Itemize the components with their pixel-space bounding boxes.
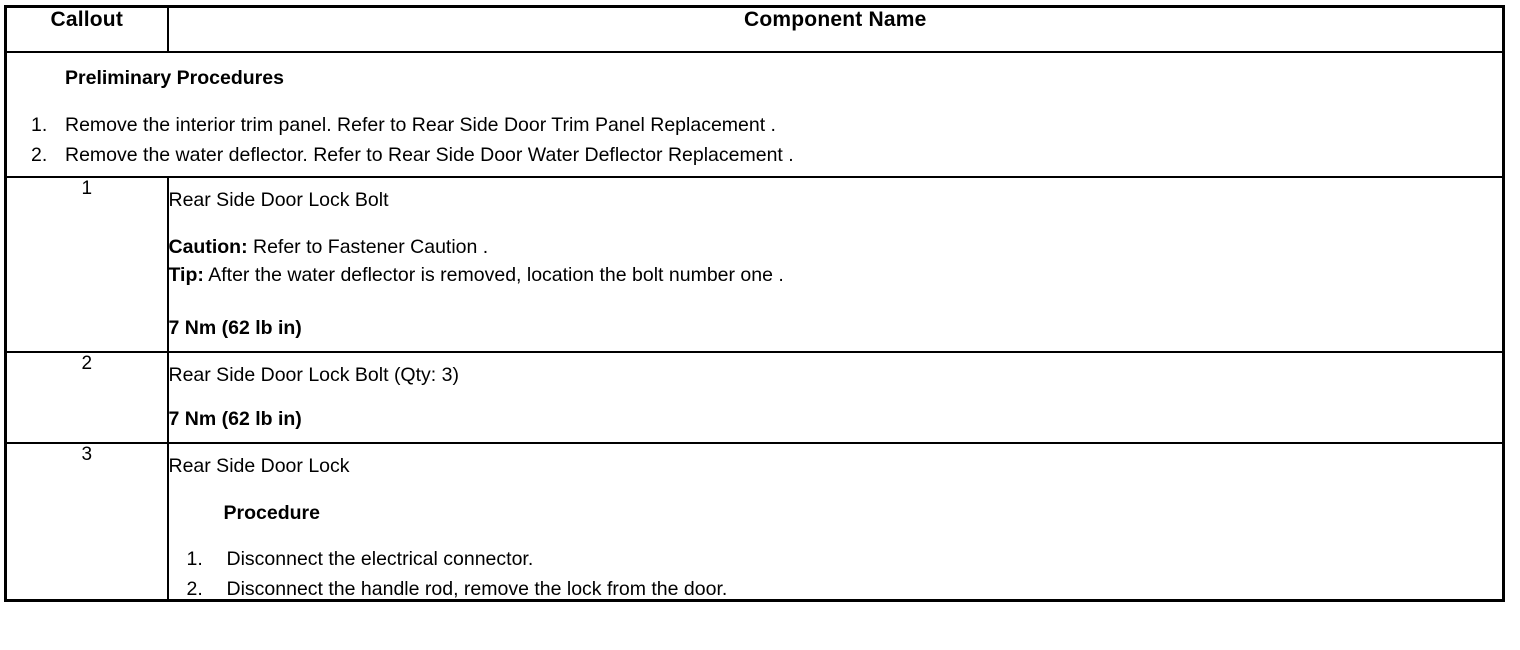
callout-number-1: 1	[4, 176, 169, 353]
torque-spec: 7 Nm (62 lb in)	[168, 316, 302, 339]
preliminary-procedures-cell: Preliminary Procedures 1. Remove the int…	[4, 51, 1505, 178]
caution-note: Caution: Refer to Fastener Caution .	[168, 235, 1503, 267]
preliminary-steps-list: 1. Remove the interior trim panel. Refer…	[7, 114, 1502, 166]
component-title: Rear Side Door Lock	[168, 455, 350, 477]
step-number: 2.	[31, 143, 48, 166]
step-text: Remove the interior trim panel. Refer to…	[65, 114, 776, 136]
list-item: 1. Disconnect the electrical connector.	[186, 548, 1503, 580]
tip-text: After the water deflector is removed, lo…	[203, 264, 784, 286]
table-row-preliminary: Preliminary Procedures 1. Remove the int…	[4, 51, 1505, 178]
step-text: Disconnect the handle rod, remove the lo…	[226, 577, 728, 600]
procedure-steps-list: 1. Disconnect the electrical connector. …	[169, 548, 1503, 600]
tip-note: Tip: After the water deflector is remove…	[168, 264, 1503, 295]
caution-text: Refer to Fastener Caution .	[247, 235, 489, 258]
step-number: 1.	[31, 114, 48, 136]
spacer	[169, 295, 1503, 319]
table-body: Preliminary Procedures 1. Remove the int…	[4, 51, 1505, 602]
component-callout-table: Callout Component Name Preliminary Proce…	[4, 5, 1505, 602]
tip-label: Tip:	[168, 264, 204, 286]
header-callout: Callout	[4, 5, 169, 53]
component-title: Rear Side Door Lock Bolt	[168, 189, 389, 211]
step-number: 2.	[186, 577, 203, 600]
table-row: 2 Rear Side Door Lock Bolt (Qty: 3) 7 Nm…	[4, 351, 1505, 444]
step-number: 1.	[186, 548, 203, 570]
step-text: Remove the water deflector. Refer to Rea…	[65, 143, 794, 166]
table-row: 3 Rear Side Door Lock Procedure 1. Disco…	[4, 442, 1505, 602]
component-cell-2: Rear Side Door Lock Bolt (Qty: 3) 7 Nm (…	[166, 351, 1505, 444]
list-item: 2. Remove the water deflector. Refer to …	[31, 143, 1502, 166]
callout-number-3: 3	[4, 442, 169, 602]
list-item: 1. Remove the interior trim panel. Refer…	[31, 114, 1502, 146]
spacer	[169, 211, 1503, 238]
header-component-name: Component Name	[166, 5, 1505, 53]
spacer	[169, 523, 1503, 550]
caution-label: Caution:	[168, 235, 248, 258]
list-item: 2. Disconnect the handle rod, remove the…	[186, 577, 1503, 600]
torque-spec: 7 Nm (62 lb in)	[168, 407, 302, 430]
table-header: Callout Component Name	[4, 5, 1505, 53]
step-text: Disconnect the electrical connector.	[226, 548, 534, 570]
component-title: Rear Side Door Lock Bolt (Qty: 3)	[168, 364, 459, 386]
callout-number-2: 2	[4, 351, 169, 444]
preliminary-procedures-heading: Preliminary Procedures	[65, 67, 284, 89]
procedure-heading: Procedure	[223, 501, 320, 524]
component-cell-1: Rear Side Door Lock Bolt Caution: Refer …	[166, 176, 1505, 353]
table-row: 1 Rear Side Door Lock Bolt Caution: Refe…	[4, 176, 1505, 353]
spacer	[169, 477, 1503, 504]
spacer	[169, 386, 1503, 410]
header-row: Callout Component Name	[4, 5, 1505, 53]
component-cell-3: Rear Side Door Lock Procedure 1. Disconn…	[166, 442, 1505, 602]
